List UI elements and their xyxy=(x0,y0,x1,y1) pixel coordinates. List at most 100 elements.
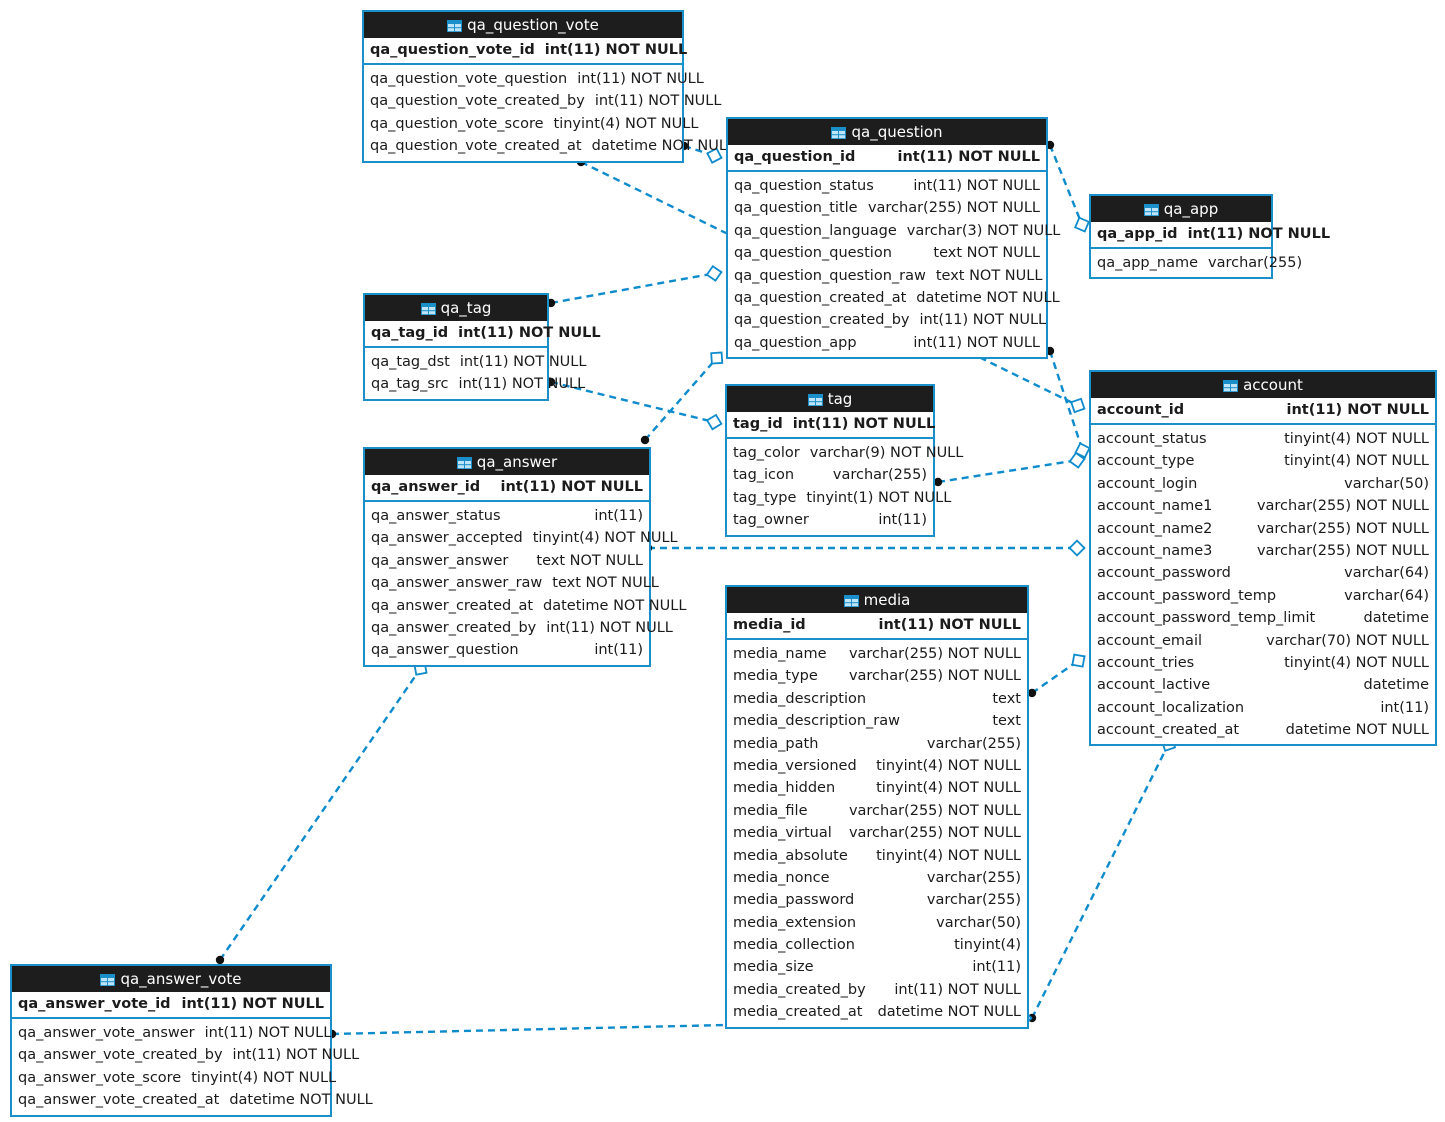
table-header-qa_answer_vote[interactable]: qa_answer_vote xyxy=(12,966,330,992)
table-header-qa_app[interactable]: qa_app xyxy=(1091,196,1271,222)
column-type: tinyint(4) NOT NULL xyxy=(553,115,699,132)
column-type: int(11) NOT NULL xyxy=(546,619,673,636)
table-icon xyxy=(100,974,116,986)
relation-target-diamond xyxy=(705,413,723,431)
column-name: qa_app_id xyxy=(1097,226,1178,242)
table-header-qa_answer[interactable]: qa_answer xyxy=(365,449,649,475)
column-type: varchar(64) xyxy=(1344,587,1429,604)
table-header-media[interactable]: media xyxy=(727,587,1027,613)
column-name: qa_question_question_raw xyxy=(734,267,926,284)
table-header-account[interactable]: account xyxy=(1091,372,1435,398)
table-header-tag[interactable]: tag xyxy=(727,386,933,412)
table-row[interactable]: qa_question_vote_score tinyint(4) NOT NUL… xyxy=(364,113,698,135)
column-type: int(11) NOT NULL xyxy=(458,376,586,393)
column-name: qa_question_vote_question xyxy=(370,71,568,87)
column-type: varchar(255) NOT NULL xyxy=(1256,498,1429,515)
table-header-qa_question[interactable]: qa_question xyxy=(728,119,1046,145)
table-header-qa_tag[interactable]: qa_tag xyxy=(365,295,547,321)
column-name: qa_question_vote_score xyxy=(370,115,544,132)
column-name: media_hidden xyxy=(733,780,836,797)
table-header-qa_question_vote[interactable]: qa_question_vote xyxy=(364,12,682,38)
